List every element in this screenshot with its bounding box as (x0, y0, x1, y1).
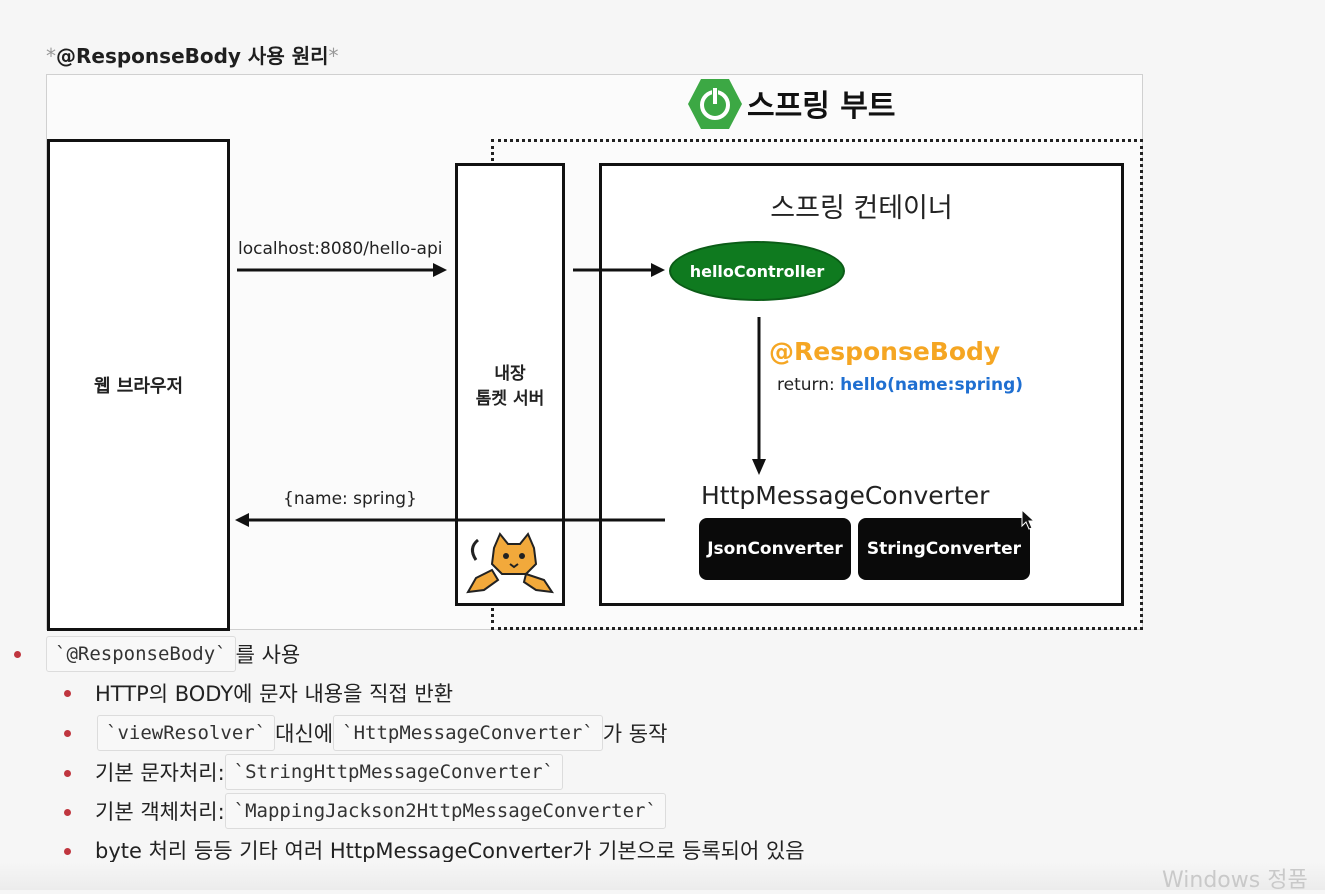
bullet-dot (64, 690, 71, 697)
http-message-converter-label: HttpMessageConverter (701, 481, 990, 510)
json-converter-box: JsonConverter (699, 518, 851, 580)
tomcat-cat-icon (464, 530, 556, 596)
list-item-text: byte 처리 등등 기타 여러 HttpMessageConverter가 기… (95, 839, 805, 863)
response-body-label: {name: spring} (283, 489, 417, 509)
web-browser-box: 웹 브라우저 (47, 139, 230, 631)
list-item: byte 처리 등등 기타 여러 HttpMessageConverter가 기… (95, 832, 805, 868)
list-item: `@ResponseBody` 를 사용 (46, 636, 300, 672)
list-item: 기본 문자처리: `StringHttpMessageConverter` (95, 754, 563, 790)
mouse-cursor-icon (1021, 509, 1035, 530)
page-title: *@ResponseBody 사용 원리* (46, 44, 339, 68)
list-item-text: 기본 객체처리: (95, 800, 225, 824)
return-prefix: return: (777, 375, 835, 395)
bullet-dot (14, 651, 21, 658)
return-value: hello(name:spring) (840, 375, 1024, 395)
list-item: HTTP의 BODY에 문자 내용을 직접 반환 (95, 675, 453, 711)
response-arrow (235, 513, 665, 527)
list-item: `viewResolver` 대신에 `HttpMessageConverter… (97, 715, 667, 751)
response-body-diagram: 스프링 부트 웹 브라우저 localhost:8080/hello-api 내… (46, 74, 1143, 631)
list-item: 기본 객체처리: `MappingJackson2HttpMessageConv… (95, 793, 666, 829)
spring-boot-label: 스프링 부트 (747, 89, 896, 124)
inline-code: `@ResponseBody` (46, 636, 236, 672)
list-item-text: 가 동작 (602, 722, 668, 746)
dispatch-arrow (573, 263, 665, 277)
spring-container-label: 스프링 컨테이너 (770, 193, 953, 224)
page-title-text: @ResponseBody 사용 원리 (56, 44, 329, 68)
response-body-annotation: @ResponseBody (769, 337, 1001, 366)
spring-container-box: 스프링 컨테이너 (599, 163, 1124, 606)
tomcat-label-line2: 톰켓 서버 (475, 389, 545, 409)
web-browser-label: 웹 브라우저 (93, 376, 184, 397)
return-statement: return: hello(name:spring) (777, 375, 1023, 395)
bullet-dot (64, 848, 71, 855)
windows-watermark: Windows 정품 (1162, 868, 1308, 893)
list-item-text: 대신에 (275, 722, 334, 746)
inline-code: `viewResolver` (97, 715, 276, 751)
inline-code: `StringHttpMessageConverter` (224, 754, 563, 790)
json-converter-label: JsonConverter (707, 539, 843, 559)
bottom-bar (0, 862, 1325, 890)
hello-controller-label: helloController (689, 261, 825, 281)
list-item-text: HTTP의 BODY에 문자 내용을 직접 반환 (95, 682, 454, 706)
bullet-dot (64, 730, 71, 737)
spring-boot-icon (687, 77, 743, 131)
inline-code: `HttpMessageConverter` (333, 715, 603, 751)
bullet-dot (64, 809, 71, 816)
string-converter-box: StringConverter (858, 518, 1030, 580)
inline-code: `MappingJackson2HttpMessageConverter` (224, 793, 666, 829)
tomcat-label-line1: 내장 (494, 364, 526, 384)
request-url-label: localhost:8080/hello-api (238, 239, 443, 259)
converter-arrow (752, 317, 766, 475)
tomcat-server-box: 내장 톰켓 서버 (455, 163, 565, 606)
request-arrow (237, 263, 447, 277)
list-item-text: 를 사용 (235, 643, 301, 667)
bullet-dot (64, 770, 71, 777)
string-converter-label: StringConverter (866, 539, 1022, 559)
list-item-text: 기본 문자처리: (95, 761, 225, 785)
hello-controller-node: helloController (669, 241, 845, 301)
